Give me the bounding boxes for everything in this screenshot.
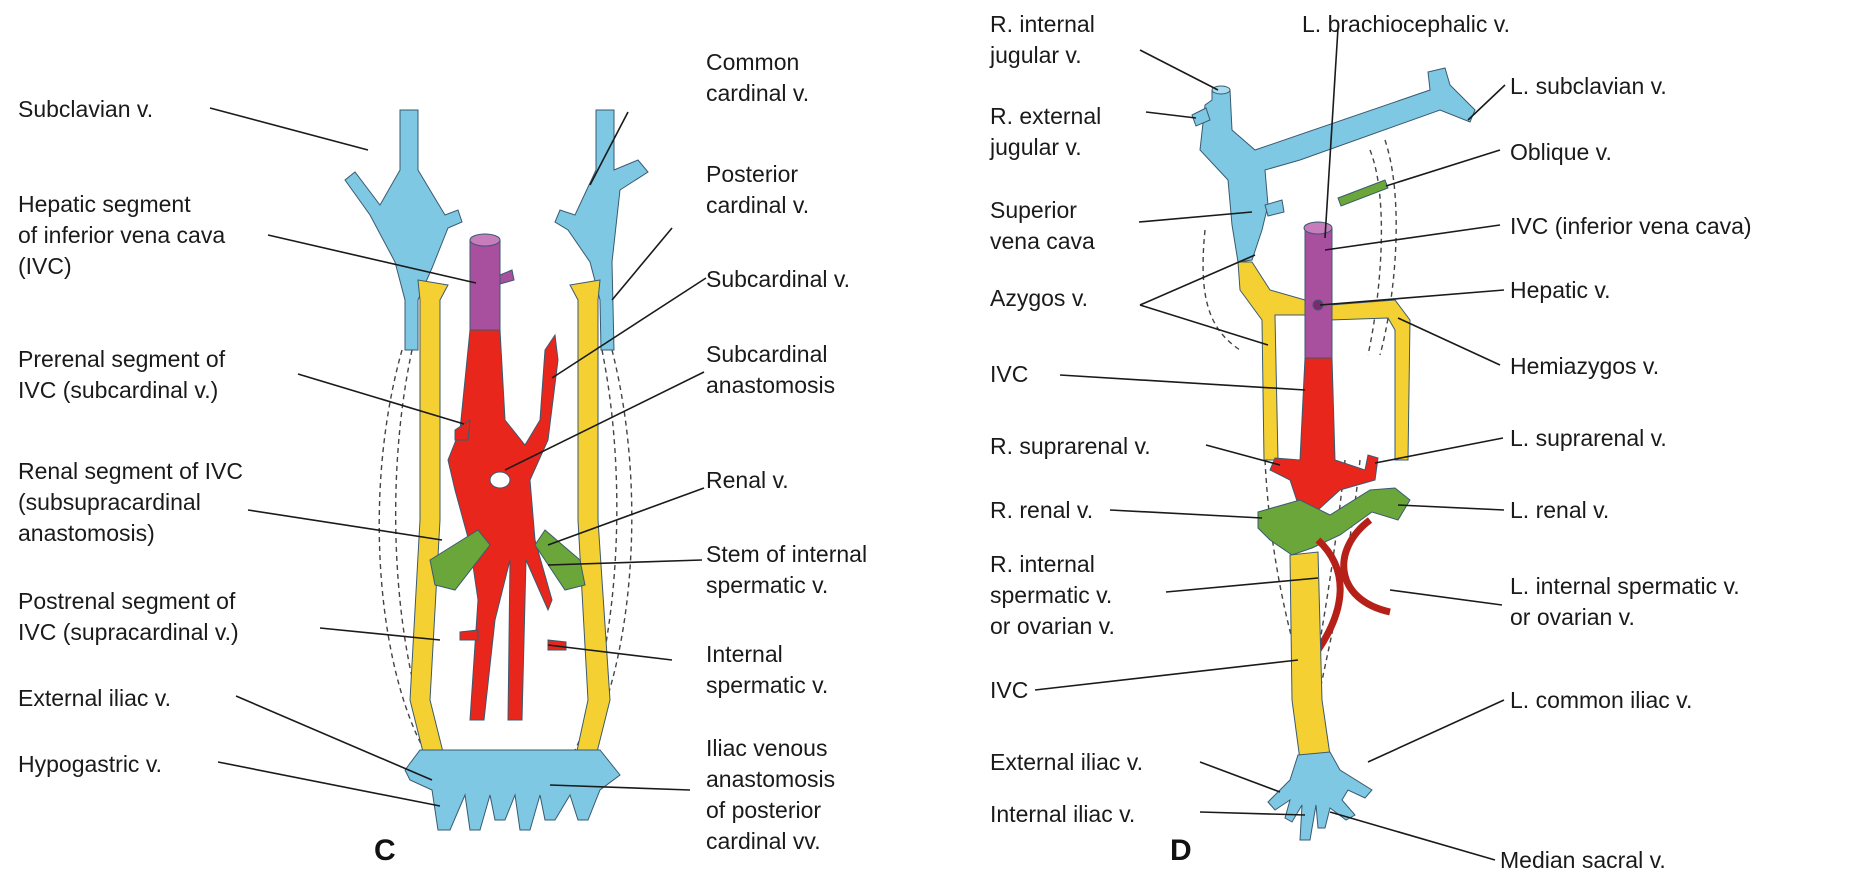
label-r-external-jugular: R. external jugular v. — [989, 103, 1108, 160]
label-iliac-anastomosis: Iliac venous anastomosis of posterior ca… — [706, 735, 842, 854]
panel-d-renal-green — [1258, 488, 1410, 555]
label-ivc-lower: IVC — [990, 677, 1028, 703]
panel-c-drawing — [345, 110, 648, 830]
label-ivc-inferior: IVC (inferior vena cava) — [1510, 213, 1752, 239]
label-renal-segment: Renal segment of IVC (subsupracardinal a… — [18, 458, 249, 546]
panel-d-drawing — [1192, 68, 1475, 840]
panel-c-labels: Subclavian v. Hepatic segment of inferio… — [18, 49, 873, 867]
label-internal-iliac: Internal iliac v. — [990, 801, 1135, 827]
label-subcardinal: Subcardinal v. — [706, 266, 850, 292]
panel-d-ivc-red — [1270, 358, 1378, 510]
panel-d-oblique-v — [1338, 180, 1388, 206]
panel-d-iliac — [1268, 752, 1372, 840]
label-oblique: Oblique v. — [1510, 139, 1612, 165]
label-median-sacral: Median sacral v. — [1500, 847, 1666, 872]
label-l-subclavian: L. subclavian v. — [1510, 73, 1667, 99]
label-azygos: Azygos v. — [990, 285, 1088, 311]
label-l-renal: L. renal v. — [1510, 497, 1609, 523]
panel-c-iliac-anastomosis — [405, 750, 620, 830]
label-hypogastric: Hypogastric v. — [18, 751, 162, 777]
label-r-renal: R. renal v. — [990, 497, 1093, 523]
panel-d-hemiazygos — [1330, 300, 1410, 460]
label-r-internal-jugular: R. internal jugular v. — [989, 11, 1101, 68]
panel-d-ivc-hepatic — [1305, 228, 1332, 358]
panel-c-right-cardinal-blue — [555, 110, 648, 350]
label-postrenal-segment: Postrenal segment of IVC (supracardinal … — [18, 588, 242, 645]
label-posterior-cardinal: Posterior cardinal v. — [706, 161, 809, 218]
panel-d-letter: D — [1170, 834, 1192, 867]
panel-c-left-supracardinal — [410, 280, 448, 760]
label-hemiazygos: Hemiazygos v. — [1510, 353, 1659, 379]
panel-d-azygos — [1238, 262, 1305, 460]
panel-d-labels: R. internal jugular v. R. external jugul… — [989, 11, 1752, 872]
label-external-iliac-c: External iliac v. — [18, 685, 171, 711]
label-l-internal-spermatic: L. internal spermatic v. or ovarian v. — [1510, 573, 1746, 630]
label-hepatic: Hepatic v. — [1510, 277, 1611, 303]
label-internal-spermatic-c: Internal spermatic v. — [706, 641, 828, 698]
panel-d-svc-brachiocephalic — [1200, 68, 1475, 262]
label-r-suprarenal: R. suprarenal v. — [990, 433, 1151, 459]
panel-d-dashed-3 — [1368, 150, 1381, 355]
label-prerenal-segment: Prerenal segment of IVC (subcardinal v.) — [18, 346, 232, 403]
label-l-common-iliac: L. common iliac v. — [1510, 687, 1692, 713]
panel-c-left-cardinal-blue — [345, 110, 462, 350]
panel-c-hepatic-segment — [470, 240, 500, 330]
label-subcardinal-anastomosis: Subcardinal anastomosis — [706, 341, 835, 398]
panel-c-right-supracardinal — [570, 280, 610, 760]
label-l-brachiocephalic: L. brachiocephalic v. — [1302, 11, 1510, 37]
label-stem-spermatic: Stem of internal spermatic v. — [706, 541, 873, 598]
label-external-iliac-d: External iliac v. — [990, 749, 1143, 775]
label-renal-v-c: Renal v. — [706, 467, 789, 493]
label-hepatic-segment: Hepatic segment of inferior vena cava (I… — [18, 191, 232, 279]
label-common-cardinal: Common cardinal v. — [706, 49, 809, 106]
panel-d-ivc-lower — [1290, 552, 1330, 760]
panel-d-dashed-1 — [1203, 230, 1240, 350]
label-l-suprarenal: L. suprarenal v. — [1510, 425, 1667, 451]
label-r-internal-spermatic: R. internal spermatic v. or ovarian v. — [990, 551, 1119, 639]
label-ivc-upper: IVC — [990, 361, 1028, 387]
label-superior-vena-cava: Superior vena cava — [990, 197, 1095, 254]
panel-c-subcardinal-system — [448, 330, 558, 720]
panel-c-letter: C — [374, 834, 396, 867]
label-subclavian: Subclavian v. — [18, 96, 153, 122]
